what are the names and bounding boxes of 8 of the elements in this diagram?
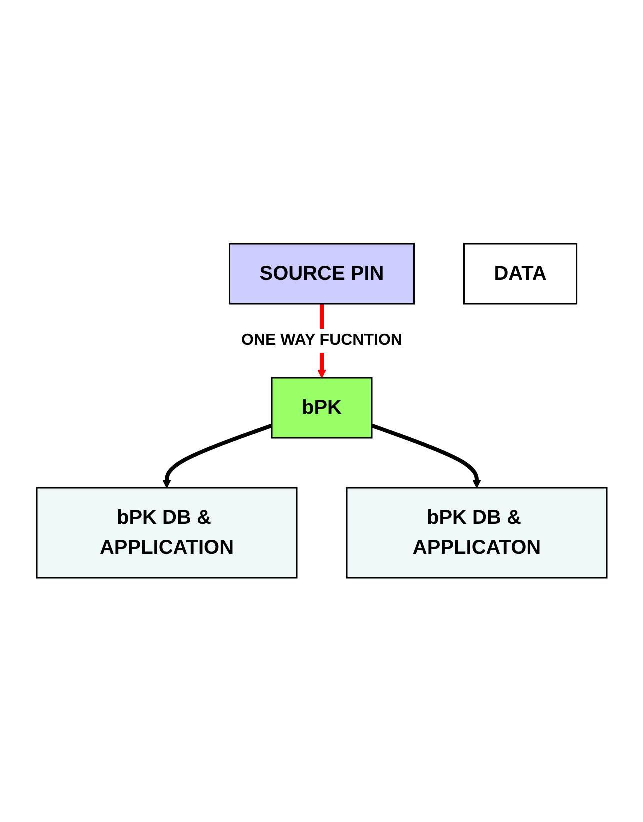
node-box: SOURCE PIN bbox=[228, 243, 414, 305]
node-box: bPK bbox=[270, 377, 372, 439]
edge-label: ONE WAY FUCNTION bbox=[241, 332, 402, 349]
arrow bbox=[370, 424, 481, 488]
arrow bbox=[162, 424, 272, 488]
node-box: bPK DB & APPLICATION bbox=[36, 487, 298, 579]
node-box: DATA bbox=[462, 243, 578, 305]
node-box: bPK DB & APPLICATON bbox=[346, 487, 608, 579]
